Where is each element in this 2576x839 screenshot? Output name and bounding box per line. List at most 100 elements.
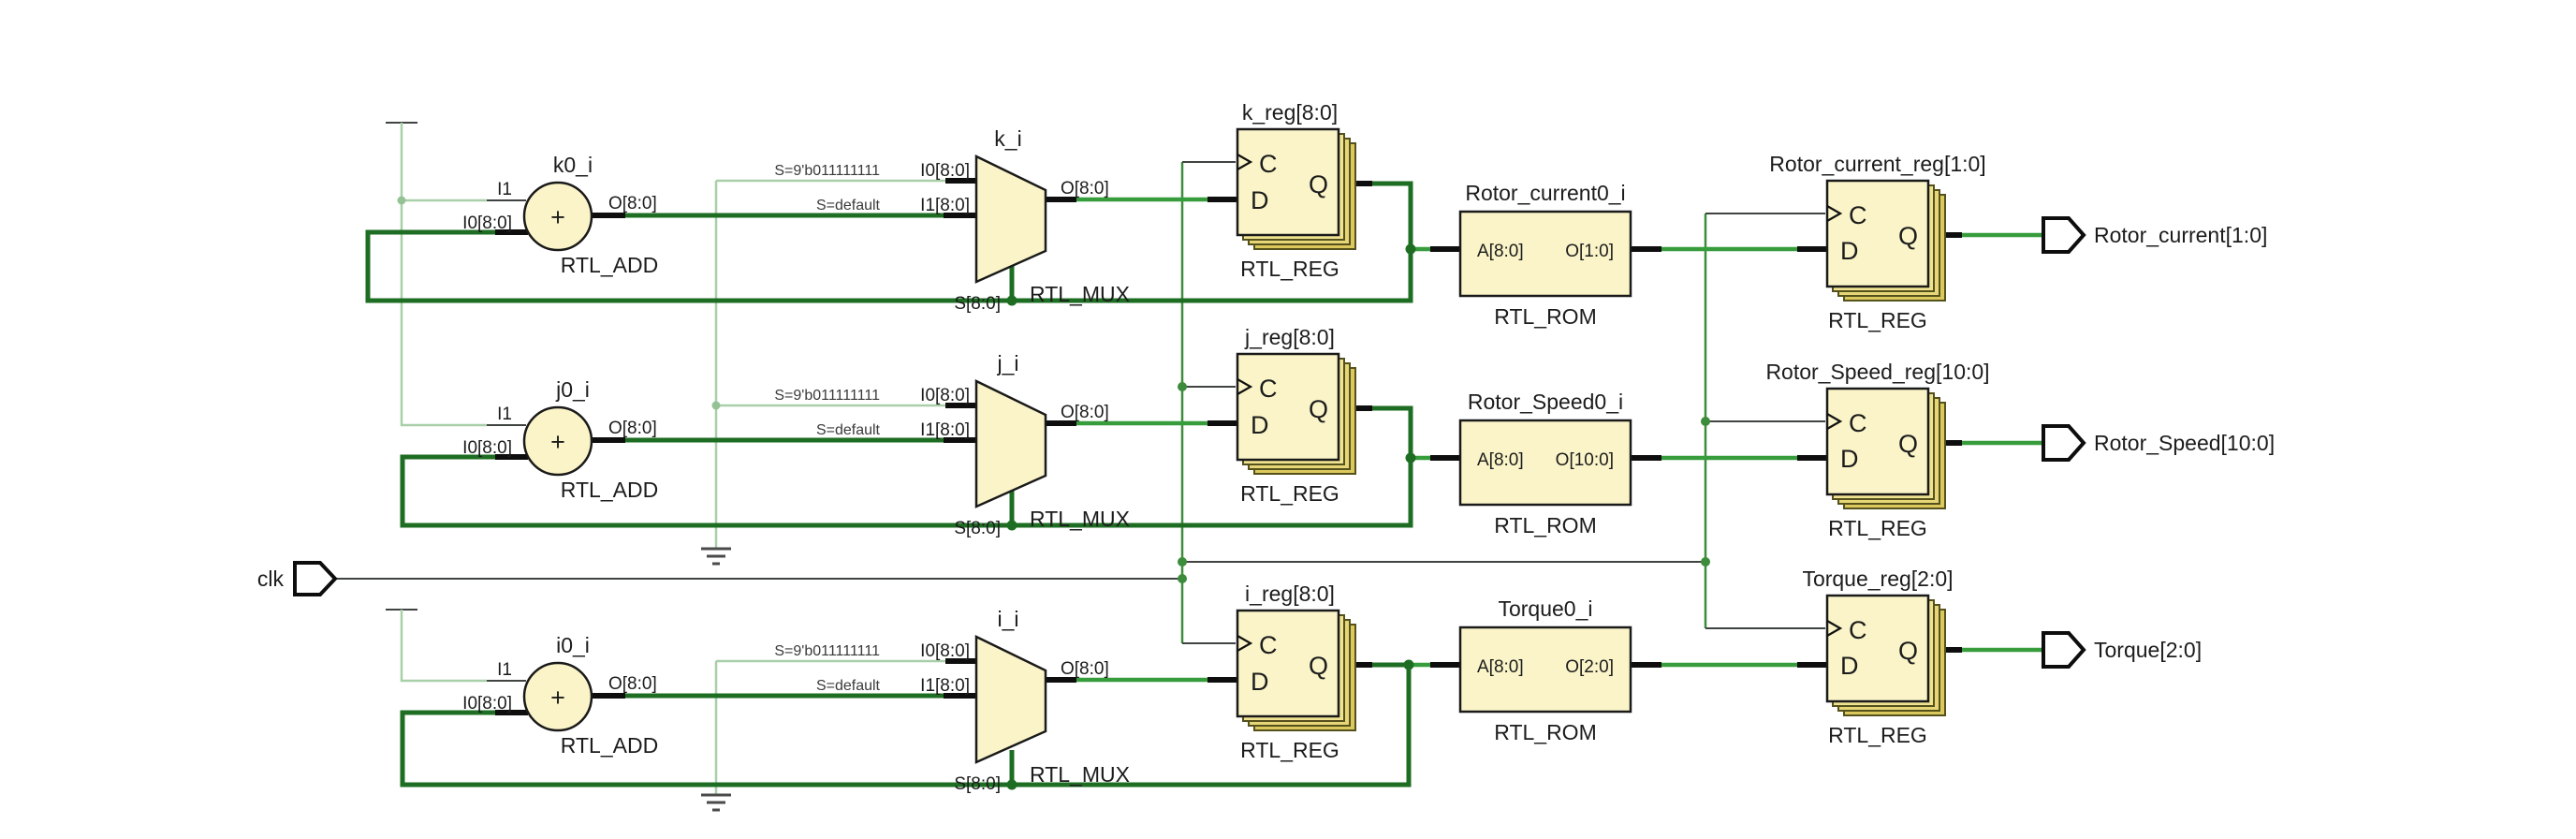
adder-type-label: RTL_ADD (561, 253, 658, 277)
adder-pin-i0-label: I0[8:0] (462, 694, 512, 714)
adder-name-label: i0_i (556, 633, 590, 657)
adder-pin-o-label: O[8:0] (608, 194, 657, 213)
reg-type-label: RTL_REG (1240, 738, 1339, 762)
mux-name-label: k_i (994, 126, 1021, 151)
clk-port-label: clk (257, 567, 285, 591)
out-reg-pin-d-label: D (1840, 237, 1859, 265)
rom-type-label: RTL_ROM (1494, 513, 1597, 537)
clk-port-symbol[interactable] (293, 561, 338, 596)
out-reg-pin-d-label: D (1840, 652, 1859, 680)
rom-pin-o-label: O[1:0] (1565, 242, 1614, 261)
mux-symbol[interactable] (974, 155, 1047, 284)
adder-pin-i1-label: I1 (497, 405, 512, 424)
row-i: + i0_i RTL_ADD I1 I0[8:0] O[8:0] S=9'b01… (462, 567, 2202, 794)
adder-pin-i1-label: I1 (497, 180, 512, 199)
junction-dot (1178, 574, 1187, 583)
rom-type-label: RTL_ROM (1494, 304, 1597, 329)
adder-pin-o-label: O[8:0] (608, 674, 657, 694)
clock-triangle-icon (1237, 635, 1253, 652)
output-port-label: Torque[2:0] (2094, 638, 2202, 662)
row-j-nets (400, 403, 2043, 528)
adder-symbol[interactable] (522, 661, 593, 732)
rom-symbol[interactable] (1458, 419, 1632, 507)
out-reg-type-label: RTL_REG (1828, 516, 1927, 540)
ground-symbol[interactable] (701, 793, 731, 812)
k-feedback-bus[interactable] (365, 181, 1413, 303)
rom-symbol[interactable] (1458, 210, 1632, 298)
reg-pin-c-label: C (1259, 631, 1278, 659)
mux-pin-s-label: S[8:0] (954, 774, 1001, 794)
mux-pin-o-label: O[8:0] (1061, 659, 1109, 679)
adder-operator: + (550, 684, 565, 712)
junction-dot (1006, 295, 1017, 306)
junction-dot (1178, 557, 1187, 567)
out-reg-type-label: RTL_REG (1828, 308, 1927, 332)
junction-dot (1006, 779, 1017, 790)
output-port-label: Rotor_Speed[10:0] (2094, 431, 2275, 455)
junction-dot (1178, 382, 1187, 391)
mux-sel-i1-annotation: S=default (816, 422, 881, 438)
rom-pin-o-label: O[2:0] (1565, 657, 1614, 677)
mux-pin-s-label: S[8:0] (954, 294, 1001, 314)
mux-pin-o-label: O[8:0] (1061, 179, 1109, 199)
adder-symbol[interactable] (522, 181, 593, 252)
mux-symbol[interactable] (974, 635, 1047, 764)
const-net-vertical-i[interactable] (400, 610, 487, 683)
junction-dot (1701, 417, 1710, 426)
reg-pin-c-label: C (1259, 150, 1278, 178)
output-register-stack[interactable] (1825, 179, 1946, 302)
out-reg-pin-c-label: C (1849, 409, 1867, 437)
rom-name-label: Torque0_i (1498, 596, 1592, 621)
out-reg-name-label: Rotor_Speed_reg[10:0] (1765, 360, 1989, 384)
mux-sel-i1-annotation: S=default (816, 198, 881, 213)
reg-type-label: RTL_REG (1240, 257, 1339, 281)
output-register-stack[interactable] (1825, 387, 1946, 509)
ground-symbol[interactable] (701, 547, 731, 566)
i-feedback-bus[interactable] (400, 662, 1412, 787)
out-reg-type-label: RTL_REG (1828, 723, 1927, 747)
mux-symbol[interactable] (974, 379, 1047, 508)
mux-pin-i0-label: I0[8:0] (920, 386, 970, 405)
mux-sel-i0-annotation: S=9'b011111111 (774, 163, 880, 179)
mux-pin-i1-label: I1[8:0] (920, 676, 970, 696)
const-net-vertical[interactable] (400, 123, 487, 427)
adder-pin-i1-label: I1 (497, 660, 512, 680)
mux-pin-i1-label: I1[8:0] (920, 420, 970, 440)
adder-name-label: j0_i (555, 377, 590, 402)
output-port-symbol[interactable] (2042, 631, 2086, 669)
reg-pin-d-label: D (1251, 186, 1269, 214)
clock-triangle-icon (1826, 205, 1843, 222)
out-reg-name-label: Torque_reg[2:0] (1802, 567, 1953, 591)
reg-pin-c-label: C (1259, 375, 1278, 403)
out-reg-pin-d-label: D (1840, 445, 1859, 473)
register-stack[interactable] (1236, 352, 1356, 475)
output-port-symbol[interactable] (2042, 424, 2086, 462)
junction-dot (711, 401, 721, 410)
output-port-label: Rotor_current[1:0] (2094, 223, 2267, 247)
rom-pin-o-label: O[10:0] (1556, 450, 1614, 470)
mux-pin-i1-label: I1[8:0] (920, 196, 970, 215)
rom-symbol[interactable] (1458, 626, 1632, 714)
adder-operator: + (550, 428, 565, 456)
register-stack[interactable] (1236, 609, 1356, 731)
output-port-symbol[interactable] (2042, 216, 2086, 254)
out-reg-pin-c-label: C (1849, 201, 1867, 229)
register-stack[interactable] (1236, 127, 1356, 250)
rom-pin-a-label: A[8:0] (1477, 450, 1524, 470)
junction-dot (1403, 659, 1414, 670)
output-register-stack[interactable] (1825, 594, 1946, 716)
clock-triangle-icon (1237, 154, 1253, 170)
adder-symbol[interactable] (522, 405, 593, 477)
mux-sel-i1-annotation: S=default (816, 678, 881, 694)
rom-pin-a-label: A[8:0] (1477, 657, 1524, 677)
mux-type-label: RTL_MUX (1030, 762, 1130, 787)
row-k: + k0_i RTL_ADD I1 I0[8:0] O[8:0] S=9'b01… (462, 100, 2267, 332)
junction-dot (1405, 243, 1416, 255)
rom-name-label: Rotor_current0_i (1465, 181, 1625, 205)
adder-pin-o-label: O[8:0] (608, 419, 657, 438)
mux-sel-i0-annotation: S=9'b011111111 (774, 643, 880, 659)
mux-pin-i0-label: I0[8:0] (920, 161, 970, 181)
j-feedback-bus[interactable] (400, 405, 1413, 528)
